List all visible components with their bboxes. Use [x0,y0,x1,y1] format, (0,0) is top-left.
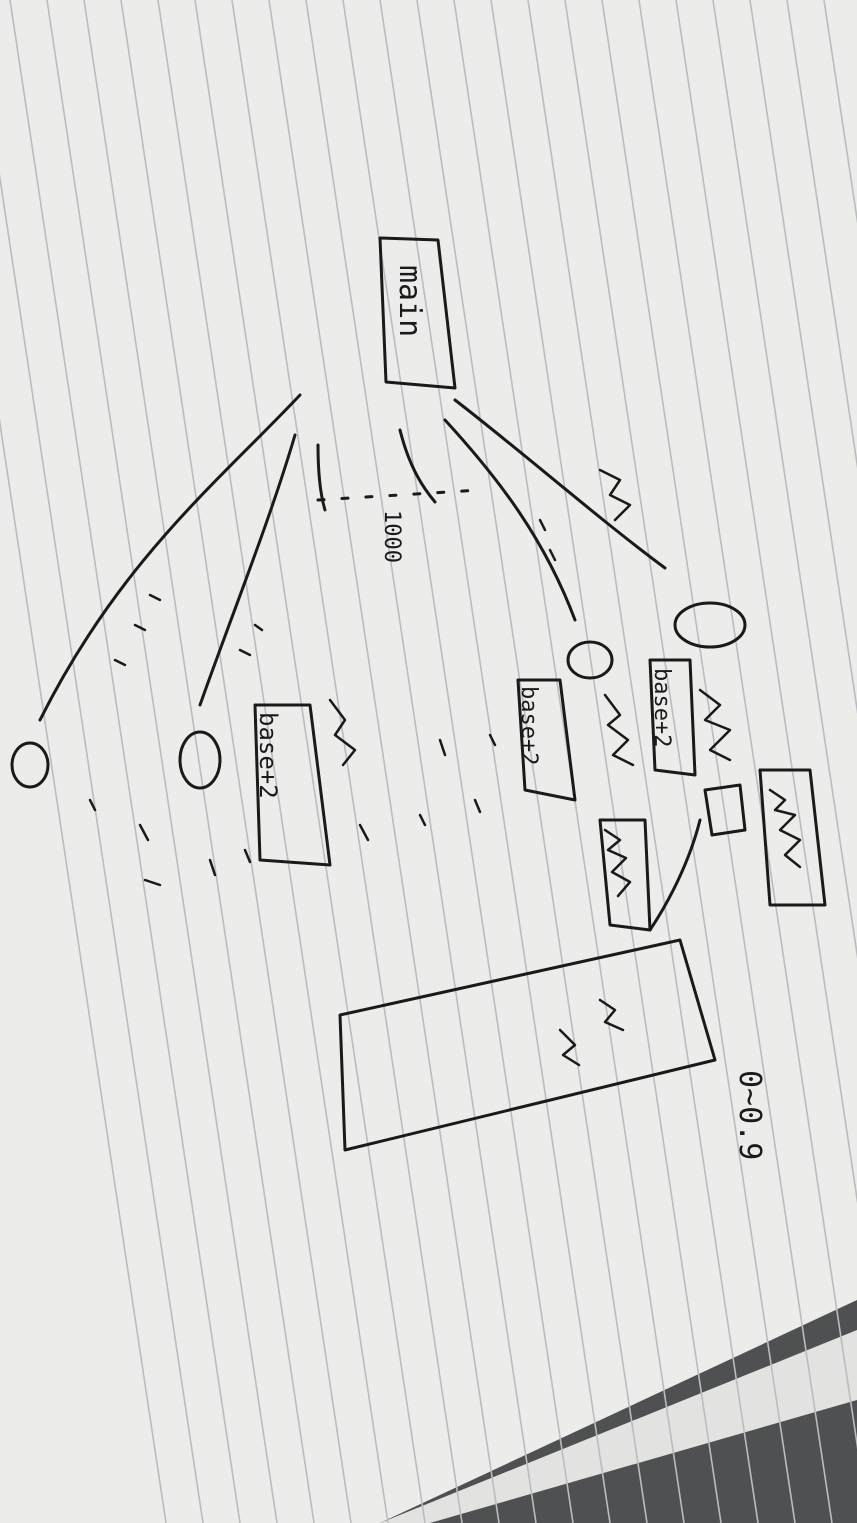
main-box: main [378,236,457,390]
handwritten-note-boxes [328,468,827,932]
ruled-line [46,0,278,1523]
tree-branches [38,393,667,722]
main-label: main [392,265,427,337]
ruled-line [712,0,857,959]
repeat-marks [88,518,557,887]
ruled-line [675,0,857,1204]
large-box [338,938,717,1152]
leaf-circle [10,741,50,789]
loop-label: 1000 [379,510,404,563]
ruled-line [379,0,611,1523]
ruled-line [416,0,648,1523]
ruled-line [157,0,389,1523]
ruled-line [194,0,426,1523]
ruled-line [305,0,537,1523]
ruled-line [0,173,204,1523]
ruled-line [564,0,796,1523]
base-boxes: base+2 base+2 base+2 [253,658,697,867]
base-label: base+2 [649,668,674,747]
handwritten-sketch: main base+2 base+2 base+2 [10,236,827,1160]
ruled-line [268,0,500,1523]
ruled-line [9,0,241,1523]
leaf-circle [673,601,747,649]
ruled-line [83,0,315,1523]
base-label: base+2 [516,686,541,765]
ruled-line [0,418,167,1523]
ruled-line [120,0,352,1523]
base-label: base+2 [254,712,282,799]
ruled-line [786,0,857,469]
ruled-line [749,0,857,714]
leaf-nodes [10,601,747,790]
ruled-line [527,0,759,1523]
ruled-line [601,0,833,1523]
range-annotation: 0~0.9 [732,1070,767,1160]
leaf-circle [566,640,614,680]
ruled-line [490,0,722,1523]
ruled-line [638,0,857,1449]
leaf-circle [178,730,222,790]
